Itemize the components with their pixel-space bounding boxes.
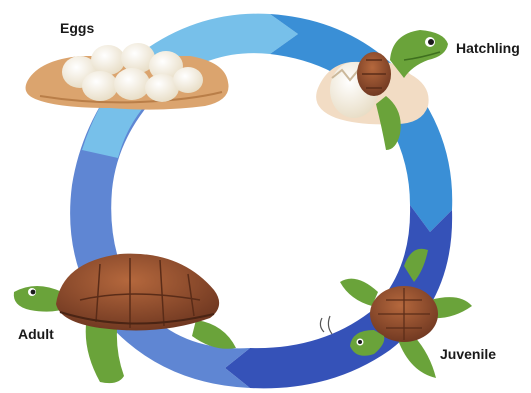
stage-label-adult: Adult [18, 326, 54, 342]
hatchling-head [390, 30, 448, 78]
egg [82, 71, 118, 101]
stage-label-hatchling: Hatchling [456, 40, 520, 56]
stage-label-juvenile: Juvenile [440, 346, 496, 362]
stage-label-eggs: Eggs [60, 20, 94, 36]
egg [91, 45, 125, 75]
juvenile-flipper [398, 336, 436, 378]
egg [173, 67, 203, 93]
egg [114, 68, 150, 100]
juvenile-flipper [340, 279, 378, 306]
